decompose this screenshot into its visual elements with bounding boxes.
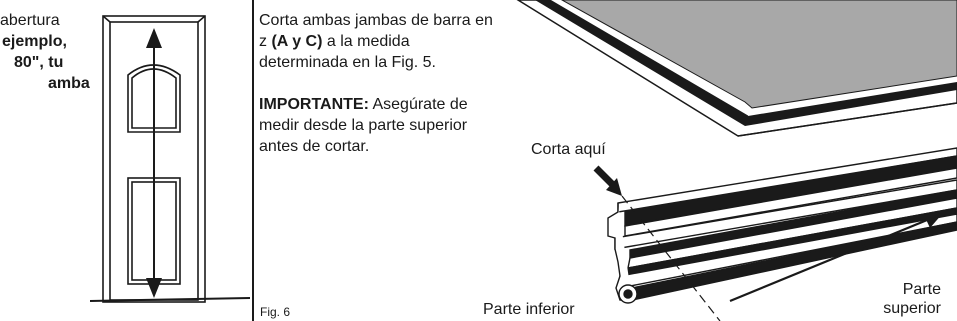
bottom-part-label: Parte inferior (483, 301, 575, 318)
door-measurement-illustration (90, 15, 250, 303)
left-text-line-3: 80", tu (14, 54, 64, 71)
door-frame (102, 15, 206, 303)
left-text-line-1: abertura (0, 12, 60, 29)
top-part-label: Parte superior (883, 281, 941, 317)
cut-arrow-icon (593, 165, 622, 196)
direction-arrow (729, 213, 943, 303)
height-arrow (146, 28, 162, 298)
left-text-line-4: amba (48, 75, 90, 92)
floor-line (90, 297, 250, 302)
left-text-line-2: ejemplo, (2, 33, 67, 50)
z-bar-cut-illustration (516, 0, 957, 321)
cut-instruction: Corta ambas jambas de barra en z (A y C)… (259, 12, 493, 71)
cut-line (621, 195, 721, 321)
important-note: IMPORTANTE: Asegúrate de medir desde la … (259, 96, 468, 155)
instruction-text: Corta ambas jambas de barra en z (A y C)… (259, 10, 499, 178)
screen-panel (516, 0, 957, 137)
figure-caption: Fig. 6 (260, 305, 291, 319)
left-instruction-text: abertura ejemplo, 80", tu amba (0, 10, 100, 94)
column-divider (252, 0, 254, 321)
door-top-panel (127, 64, 181, 133)
cut-here-label: Corta aquí (531, 141, 606, 158)
